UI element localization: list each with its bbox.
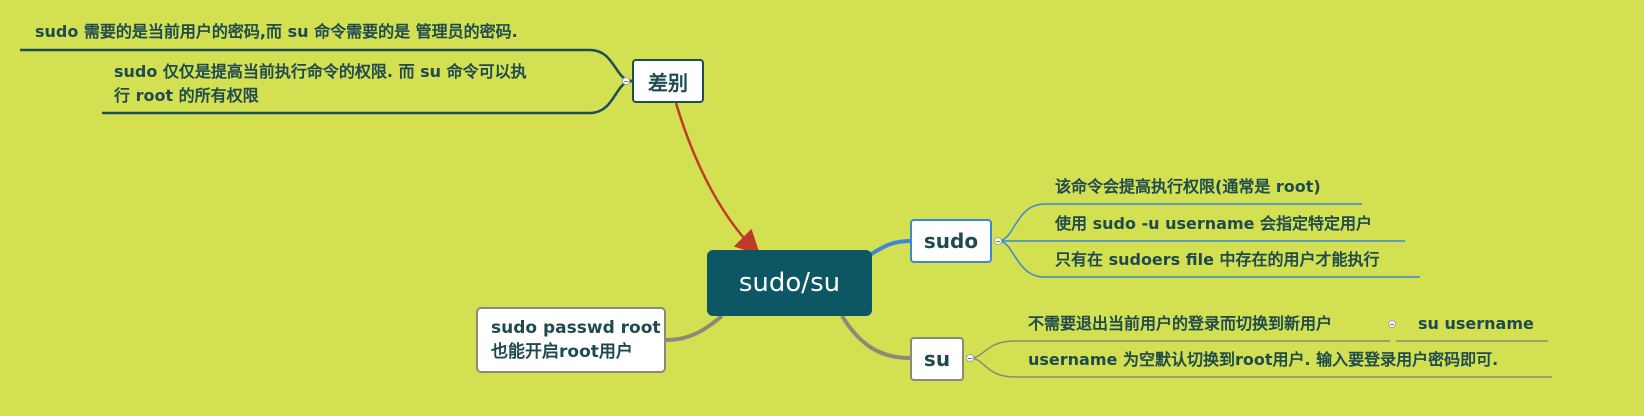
sudo-subconnector — [997, 240, 1420, 278]
su-collapse-toggle[interactable] — [966, 354, 974, 362]
diff-collapse-toggle[interactable] — [622, 77, 630, 85]
root-topic-label: sudo/su — [738, 268, 841, 298]
sudo-connector — [868, 239, 911, 257]
note-line-1: sudo passwd root — [491, 318, 661, 338]
su-subconnector — [969, 340, 1390, 359]
relationship-arrow — [674, 102, 761, 256]
diff-topic-label: 差别 — [648, 70, 688, 95]
su-connector — [840, 314, 911, 360]
sudo-collapse-toggle[interactable] — [994, 237, 1002, 245]
sudo-item-3: 只有在 sudoers file 中存在的用户才能执行 — [1055, 250, 1380, 269]
sudo-subconnector — [997, 203, 1362, 242]
su-subconnector — [969, 357, 1552, 378]
sudo-item-2: 使用 sudo -u username 会指定特定用户 — [1055, 214, 1373, 233]
diff-item-2-line2: 行 root 的所有权限 — [114, 86, 259, 105]
su-item-1: 不需要退出当前用户的登录而切换到新用户 — [1028, 314, 1333, 333]
sudo-item-1: 该命令会提高执行权限(通常是 root) — [1055, 177, 1321, 196]
su-item-1-collapse-toggle[interactable] — [1388, 320, 1396, 328]
note-connector — [665, 314, 724, 342]
connector-layer — [20, 48, 1552, 378]
diff-item-1: sudo 需要的是当前用户的密码,而 su 命令需要的是 管理员的密码. — [35, 22, 518, 41]
mind-map: 差别 sudo 需要的是当前用户的密码,而 su 命令需要的是 管理员的密码. … — [20, 22, 1552, 381]
sudo-topic-label: sudo — [923, 229, 979, 253]
note-topic[interactable]: sudo passwd root 也能开启root用户 — [476, 307, 666, 373]
su-item-2: username 为空默认切换到root用户. 输入要登录用户密码即可. — [1028, 350, 1499, 369]
note-line-2: 也能开启root用户 — [491, 342, 633, 362]
diff-item-2-line1: sudo 仅仅是提高当前执行命令的权限. 而 su 命令可以执 — [114, 62, 527, 81]
su-topic-label: su — [923, 347, 951, 371]
root-topic[interactable]: sudo/su — [707, 250, 872, 316]
sudo-topic[interactable]: sudo — [910, 219, 992, 263]
su-item-1-child: su username — [1418, 314, 1534, 333]
diff-topic[interactable]: 差别 — [632, 59, 704, 103]
su-topic[interactable]: su — [910, 337, 964, 381]
